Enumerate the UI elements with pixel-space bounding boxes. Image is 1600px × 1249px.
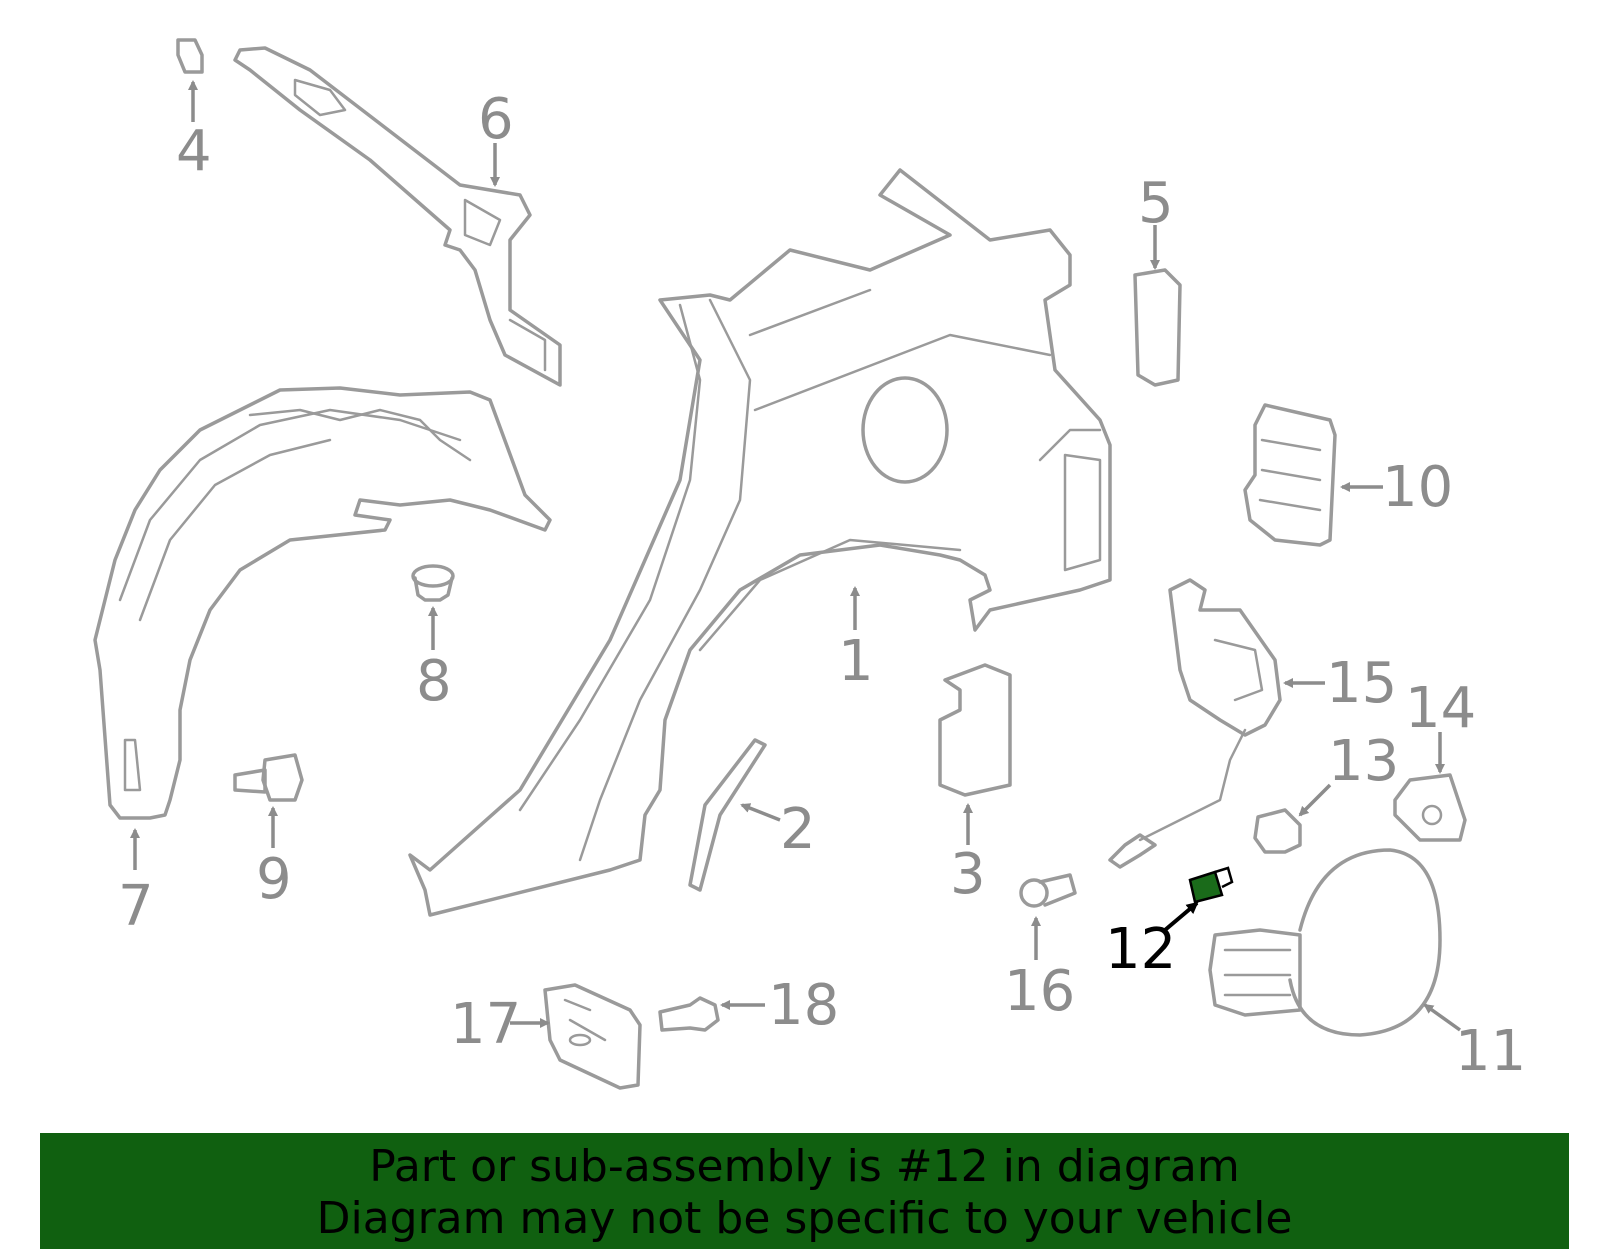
callout-14: 14 <box>1405 676 1476 741</box>
callout-8: 8 <box>416 649 452 714</box>
leader-13 <box>1298 783 1332 817</box>
callout-3: 3 <box>950 842 986 907</box>
part-8-grommet <box>411 564 455 602</box>
quarter-panel-part <box>408 168 1112 917</box>
part-16-grommet <box>1019 873 1077 908</box>
callout-10: 10 <box>1382 455 1453 520</box>
part-12-highlighted <box>1188 866 1234 904</box>
info-banner: Part or sub-assembly is #12 in diagram D… <box>40 1133 1569 1249</box>
part-7-wheelhouse-liner <box>93 386 552 820</box>
callout-17: 17 <box>450 992 521 1057</box>
callout-16: 16 <box>1004 959 1075 1024</box>
callout-1: 1 <box>838 629 874 694</box>
part-18-clip <box>658 996 720 1032</box>
part-14-bracket <box>1393 773 1467 842</box>
callout-18: 18 <box>768 973 839 1038</box>
part-17-bracket <box>543 983 642 1090</box>
banner-line-1: Part or sub-assembly is #12 in diagram <box>369 1141 1240 1192</box>
part-4-clip <box>176 38 204 74</box>
part-10-vent <box>1243 403 1337 547</box>
callout-11: 11 <box>1455 1019 1526 1084</box>
callout-7: 7 <box>118 874 154 939</box>
part-9-clip <box>233 753 304 802</box>
leader-11 <box>1423 1003 1462 1032</box>
part-13-bumper <box>1253 808 1302 854</box>
part-11-fuel-door <box>1208 848 1442 1037</box>
callout-5: 5 <box>1138 171 1174 236</box>
part-3-pad <box>938 663 1012 797</box>
leader-12[interactable] <box>1163 901 1199 932</box>
part-15-actuator <box>1108 578 1282 869</box>
part-2-molding <box>688 738 767 892</box>
banner-line-2: Diagram may not be specific to your vehi… <box>316 1193 1293 1244</box>
part-5-pad <box>1133 268 1182 387</box>
leader-2 <box>740 803 781 822</box>
part-6-reinforcement <box>233 46 562 387</box>
callout-9: 9 <box>256 847 292 912</box>
callout-12[interactable]: 12 <box>1105 917 1176 982</box>
callout-13: 13 <box>1328 729 1399 794</box>
callout-15: 15 <box>1326 651 1397 716</box>
callout-2: 2 <box>780 797 816 862</box>
callout-4: 4 <box>176 119 212 184</box>
callout-6: 6 <box>478 87 514 152</box>
